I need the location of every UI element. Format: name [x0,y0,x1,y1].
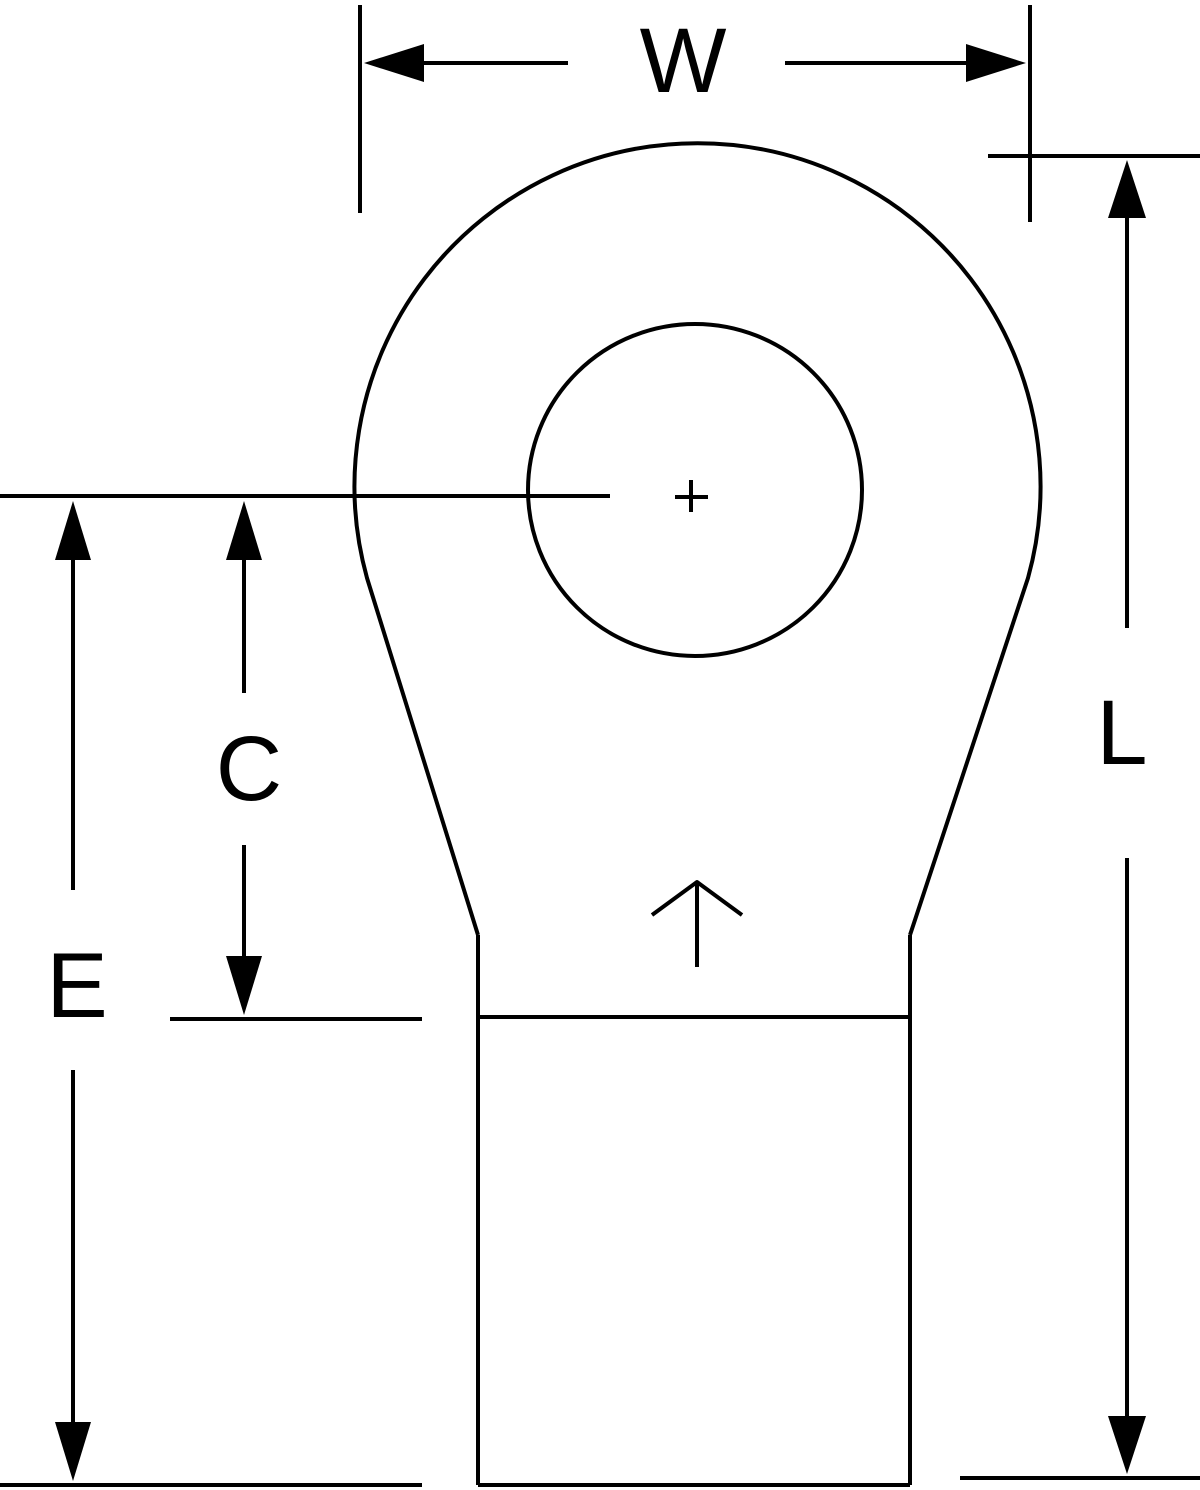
stud-hole-circle [526,322,864,658]
ring-tongue-outline [352,141,1043,936]
center-arrowhead-top [226,501,262,560]
width-arrowhead-right [966,44,1026,82]
center-label: C [216,718,282,820]
center-arrowhead-bottom [226,956,262,1015]
edge-label: E [46,935,107,1037]
stud-hole [526,322,864,658]
width-dimension: W [358,5,1032,222]
edge-arrowhead-top [55,501,91,560]
terminal-outline [352,141,1043,1487]
length-dimension: L [960,154,1200,1480]
width-label: W [640,10,727,112]
length-label: L [1096,682,1147,784]
direction-arrow-icon [650,880,744,967]
center-dimension: C [170,501,422,1021]
edge-arrowhead-bottom [55,1422,91,1481]
width-arrowhead-left [364,44,424,82]
edge-dimension: E [0,501,422,1487]
length-arrowhead-top [1108,160,1146,218]
length-arrowhead-bottom [1108,1416,1146,1474]
